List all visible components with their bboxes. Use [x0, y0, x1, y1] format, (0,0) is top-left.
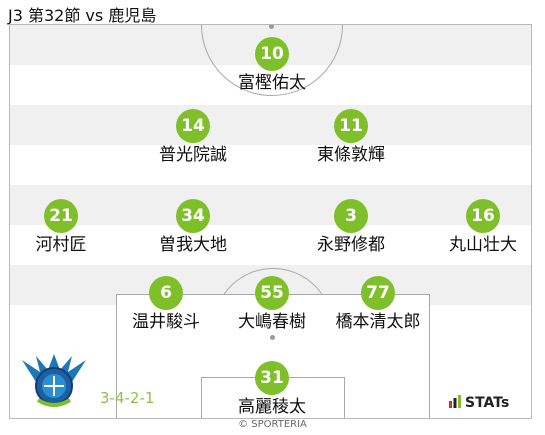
penalty-spot	[270, 335, 275, 340]
player-name: 温井駿斗	[132, 312, 200, 332]
page-title: J3 第32節 vs 鹿児島	[8, 6, 157, 25]
copyright-credit: © SPORTERIA	[238, 419, 307, 430]
player-number: 6	[149, 276, 183, 310]
formation-label: 3-4-2-1	[100, 389, 155, 407]
pitch-stripe	[10, 185, 531, 225]
player-card[interactable]: 34 曽我大地	[123, 199, 263, 256]
player-name: 富樫佑太	[238, 73, 306, 93]
pitch	[9, 24, 532, 419]
player-card[interactable]: 55 大嶋春樹	[202, 276, 342, 333]
player-card[interactable]: 10 富樫佑太	[202, 37, 342, 94]
top-center-spot	[269, 25, 274, 29]
player-name: 高麗稜太	[238, 397, 306, 417]
player-name: 河村匠	[35, 235, 87, 255]
player-card[interactable]: 31 高麗稜太	[202, 361, 342, 418]
player-card[interactable]: 77 橋本清太郎	[308, 276, 448, 333]
player-card[interactable]: 16 丸山壮大	[413, 199, 545, 256]
player-number: 55	[255, 276, 289, 310]
player-number: 3	[334, 199, 368, 233]
player-number: 14	[176, 109, 210, 143]
bar-chart-icon	[449, 395, 461, 408]
player-card[interactable]: 11 東條敦輝	[281, 109, 421, 166]
player-name: 曽我大地	[159, 235, 227, 255]
player-name: 東條敦輝	[317, 145, 385, 165]
stats-provider-label: STATs	[465, 395, 510, 411]
player-number: 16	[466, 199, 500, 233]
pitch-stripe	[10, 105, 531, 145]
player-name: 大嶋春樹	[238, 312, 306, 332]
player-number: 10	[255, 37, 289, 71]
player-name: 橋本清太郎	[335, 312, 421, 332]
player-number: 34	[176, 199, 210, 233]
player-card[interactable]: 21 河村匠	[0, 199, 131, 256]
player-number: 21	[44, 199, 78, 233]
player-name: 永野修都	[317, 235, 385, 255]
player-number: 11	[334, 109, 368, 143]
player-number: 31	[255, 361, 289, 395]
player-card[interactable]: 14 普光院誠	[123, 109, 263, 166]
player-number: 77	[361, 276, 395, 310]
player-card[interactable]: 3 永野修都	[281, 199, 421, 256]
player-card[interactable]: 6 温井駿斗	[96, 276, 236, 333]
club-emblem-icon	[22, 354, 86, 407]
stats-logo: STATs	[449, 395, 509, 411]
player-name: 丸山壮大	[449, 235, 517, 255]
player-name: 普光院誠	[159, 145, 227, 165]
